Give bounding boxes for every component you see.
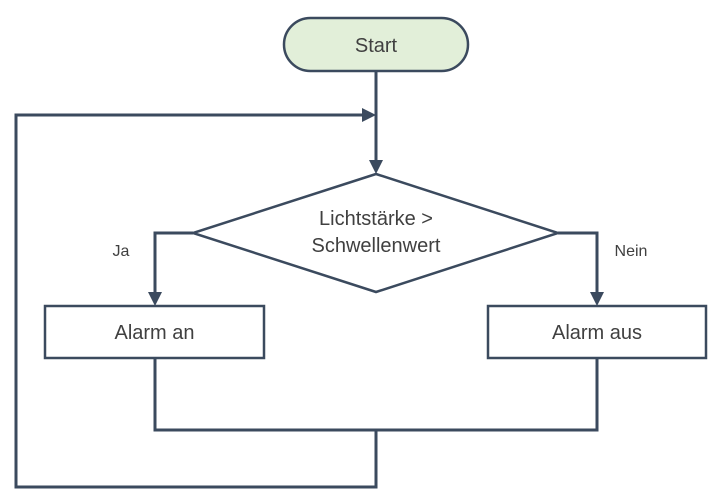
process-alarm-off-label: Alarm aus bbox=[552, 322, 642, 344]
branch-label-yes: Ja bbox=[113, 243, 130, 260]
arrowhead-loop-back bbox=[362, 108, 376, 122]
process-alarm-on-label: Alarm an bbox=[114, 322, 194, 344]
arrowhead-alarm-on bbox=[148, 292, 162, 306]
arrowhead-decision-input bbox=[369, 160, 383, 174]
start-label: Start bbox=[355, 35, 398, 57]
edge-loop-back bbox=[14, 113, 378, 489]
process-alarm-off bbox=[486, 304, 708, 360]
edge-decision-to-alarm-off bbox=[558, 231, 599, 294]
decision-diamond bbox=[188, 172, 563, 294]
start-terminator bbox=[282, 16, 470, 73]
arrowhead-alarm-off bbox=[590, 292, 604, 306]
branch-label-no: Nein bbox=[615, 243, 648, 260]
edge-merge bbox=[153, 358, 599, 432]
process-alarm-on bbox=[43, 304, 266, 360]
decision-label-line2: Schwellenwert bbox=[312, 235, 441, 257]
decision-label-line1: Lichtstärke > bbox=[319, 208, 433, 230]
edge-decision-to-alarm-on bbox=[153, 231, 193, 294]
